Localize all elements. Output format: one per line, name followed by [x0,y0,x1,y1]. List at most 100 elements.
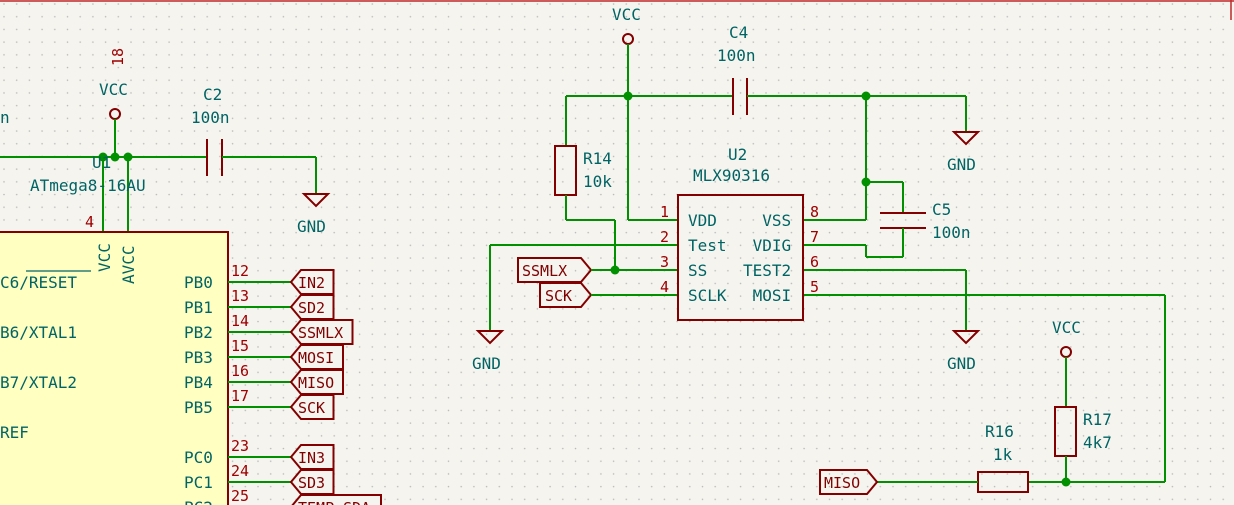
gnd-label-test2: GND [947,354,976,373]
label-text: MISO [298,374,334,392]
junction [610,265,620,275]
u1-left-pin: B6/XTAL1 [0,323,77,342]
u1-pin-avcc: AVCC [119,245,138,284]
u2-pin-name-right: MOSI [753,286,792,305]
u1-power-section: VCC n GND C2 100n [0,80,331,236]
vcc-label-u2: VCC [612,5,641,24]
u1-right-pin-name: PC2 [184,498,213,505]
u2-pin-num: 1 [660,203,669,221]
vcc-label-u1: VCC [99,80,128,99]
gnd-label-test: GND [472,354,501,373]
u2-value: MLX90316 [693,166,770,185]
u2-pin-num: 6 [810,253,819,271]
u1-right-pin-num: 12 [231,262,249,280]
u2-pin-name-right: TEST2 [743,261,791,280]
r14-ref: R14 [583,149,612,168]
u1-right-pin-num: 13 [231,287,249,305]
r14-value: 10k [583,172,612,191]
u1-ref: U1 [92,153,111,172]
gnd-symbol-test[interactable] [475,330,505,345]
u1-right-pin-group: PB012IN2PB113SD2PB214SSMLXPB315MOSIPB416… [184,262,382,505]
gnd-symbol-c2[interactable] [301,193,331,208]
left-edge-text: n [0,108,10,127]
label-text: SD3 [298,474,325,492]
label-mosi[interactable] [289,344,344,370]
label-miso[interactable] [819,469,879,495]
u2-pin-name-right: VSS [762,211,791,230]
label-text: IN3 [298,449,325,467]
u1-left-pin: B7/XTAL2 [0,373,77,392]
u1-left-pin: REF [0,423,29,442]
c2-ref: C2 [203,85,222,104]
c4-value: 100n [717,46,756,65]
u2-ref: U2 [728,145,747,164]
label-sd3[interactable] [289,469,335,495]
label-sd2[interactable] [289,294,335,320]
label-text: SCK [298,399,325,417]
label-miso[interactable] [289,369,344,395]
u1-right-pin-name: PB3 [184,348,213,367]
gnd-label-c2: GND [297,217,326,236]
u1-right-pin-num: 16 [231,362,249,380]
gnd-symbol-test2[interactable] [951,330,981,345]
u1-right-pin-num: 15 [231,337,249,355]
u1-right-pin-name: PC0 [184,448,213,467]
u1-right-pin-num: 24 [231,462,249,480]
junction [110,152,120,162]
u1-pin-vcc: VCC [95,243,114,272]
r17-value: 4k7 [1083,433,1112,452]
u1-right-pin-num: 23 [231,437,249,455]
label-in3[interactable] [289,444,335,470]
vcc-label-r17: VCC [1052,318,1081,337]
label-sck[interactable] [539,282,593,308]
u1-right-pin-name: PB5 [184,398,213,417]
u2-pin-num: 2 [660,228,669,246]
c4-ref: C4 [729,23,748,42]
u1-right-pin-name: PB1 [184,298,213,317]
u2-pin-num: 7 [810,228,819,246]
u2-section: VCC GND C4 100n R14 10k C5 [472,5,1166,495]
c2-value: 100n [191,108,230,127]
u2-pin-num: 8 [810,203,819,221]
label-in2[interactable] [289,269,335,295]
c5-ref: C5 [932,200,951,219]
u2-pin-num: 3 [660,253,669,271]
u1-left-pin: C6/RESET [0,273,77,292]
label-ssmlx[interactable] [517,257,593,283]
junction [623,91,633,101]
ic-u1-body[interactable] [0,231,229,505]
u1-right-pin-name: PB2 [184,323,213,342]
r17-ref: R17 [1083,410,1112,429]
u2-pin-name-left: SS [688,261,707,280]
u2-pin-name-left: SCLK [688,286,727,305]
u1-pin-num-18: 18 [109,48,127,66]
label-miso-text: MISO [824,474,860,492]
u2-pin-num: 4 [660,278,669,296]
gnd-symbol-c4[interactable] [951,131,981,146]
u1-value: ATmega8-16AU [30,176,146,195]
label-text: IN2 [298,274,325,292]
u1-right-pin-num: 17 [231,387,249,405]
label-ssmlx[interactable] [289,319,354,345]
u1-right-pin-name: PC1 [184,473,213,492]
label-sck-text: SCK [545,287,572,305]
u1-pin-num-4: 4 [85,213,94,231]
c5-value: 100n [932,223,971,242]
u1-right-pin-num: 14 [231,312,249,330]
label-ssmlx-text: SSMLX [522,262,567,280]
label-temp_sda[interactable] [291,494,382,505]
ic-u1[interactable]: U1 ATmega8-16AU 4 18 VCC AVCC C6/RESET B… [0,48,382,505]
u1-right-pin-name: PB0 [184,273,213,292]
r16-value: 1k [993,445,1013,464]
label-text: SSMLX [298,324,343,342]
ic-u2-body[interactable] [677,194,804,321]
label-text: SD2 [298,299,325,317]
u2-pin-num: 5 [810,278,819,296]
label-sck[interactable] [289,394,335,420]
u2-pin-name-left: Test [688,236,727,255]
u1-right-pin-name: PB4 [184,373,213,392]
gnd-label-c4: GND [947,155,976,174]
